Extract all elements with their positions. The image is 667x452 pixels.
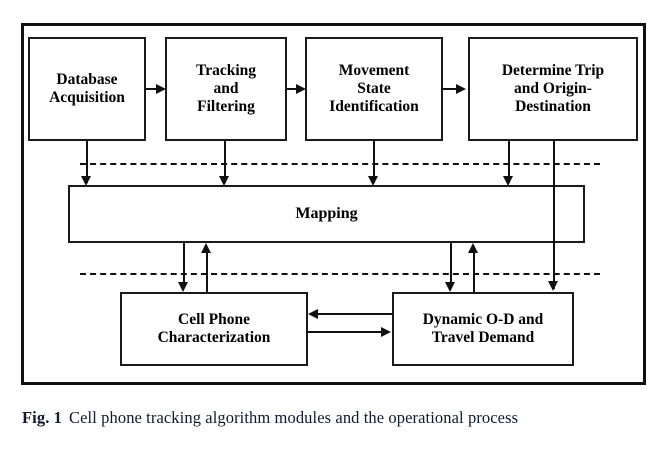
edge-tracking-to-mapping-line xyxy=(224,141,226,183)
edge-dynamic-to-cellphone-arrowhead xyxy=(308,309,318,319)
node-label: Database Acquisition xyxy=(49,70,125,106)
figure-caption-text: Cell phone tracking algorithm modules an… xyxy=(69,408,519,427)
node-label: Mapping xyxy=(295,204,358,222)
edge-movement-to-determine-line xyxy=(443,88,458,90)
edge-movement-to-mapping-line xyxy=(373,141,375,183)
layer-separator-upper xyxy=(80,163,600,165)
edge-cellphone-to-mapping-line xyxy=(206,252,208,292)
edge-determine-to-mapping-line xyxy=(508,141,510,183)
edge-tracking-to-mapping-arrowhead xyxy=(219,176,229,186)
edge-determine-to-dynamic-arrowhead xyxy=(548,281,558,291)
node-label: Tracking and Filtering xyxy=(196,61,256,116)
edge-mapping-to-cellphone-line xyxy=(183,243,185,285)
edge-dynamic-to-mapping-arrowhead xyxy=(468,243,478,253)
node-mapping[interactable]: Mapping xyxy=(68,185,585,243)
edge-determine-to-dynamic-line xyxy=(553,141,555,289)
edge-mapping-to-cellphone-arrowhead xyxy=(178,282,188,292)
node-dynamic-od-and-travel-demand[interactable]: Dynamic O-D and Travel Demand xyxy=(392,292,574,366)
edge-cellphone-to-dynamic-line xyxy=(308,331,382,333)
edge-dynamic-to-mapping-line xyxy=(473,252,475,292)
node-determine-trip-and-origin-destination[interactable]: Determine Trip and Origin- Destination xyxy=(468,37,638,141)
edge-mapping-to-dynamic-line xyxy=(450,243,452,285)
edge-movement-to-mapping-arrowhead xyxy=(368,176,378,186)
edge-determine-to-mapping-arrowhead xyxy=(503,176,513,186)
edge-movement-to-determine-arrowhead xyxy=(456,84,466,94)
edge-db-to-tracking-line xyxy=(146,88,158,90)
edge-cellphone-to-dynamic-arrowhead xyxy=(381,327,391,337)
edge-db-to-mapping-arrowhead xyxy=(81,176,91,186)
figure-caption: Fig. 1 Cell phone tracking algorithm modu… xyxy=(22,408,652,428)
edge-db-to-tracking-arrowhead xyxy=(156,84,166,94)
edge-tracking-to-movement-line xyxy=(287,88,299,90)
layer-separator-lower xyxy=(80,273,600,275)
edge-dynamic-to-cellphone-line xyxy=(318,313,392,315)
node-label: Dynamic O-D and Travel Demand xyxy=(422,310,544,346)
edge-db-to-mapping-line xyxy=(86,141,88,183)
node-cell-phone-characterization[interactable]: Cell Phone Characterization xyxy=(120,292,308,366)
node-database-acquisition[interactable]: Database Acquisition xyxy=(28,37,146,141)
node-label: Cell Phone Characterization xyxy=(157,310,271,346)
node-label: Movement State Identification xyxy=(329,61,419,116)
node-tracking-and-filtering[interactable]: Tracking and Filtering xyxy=(165,37,287,141)
figure-number: Fig. 1 xyxy=(22,408,63,427)
edge-mapping-to-dynamic-arrowhead xyxy=(445,282,455,292)
node-movement-state-identification[interactable]: Movement State Identification xyxy=(305,37,443,141)
node-label: Determine Trip and Origin- Destination xyxy=(501,61,605,116)
edge-tracking-to-movement-arrowhead xyxy=(296,84,306,94)
edge-cellphone-to-mapping-arrowhead xyxy=(201,243,211,253)
